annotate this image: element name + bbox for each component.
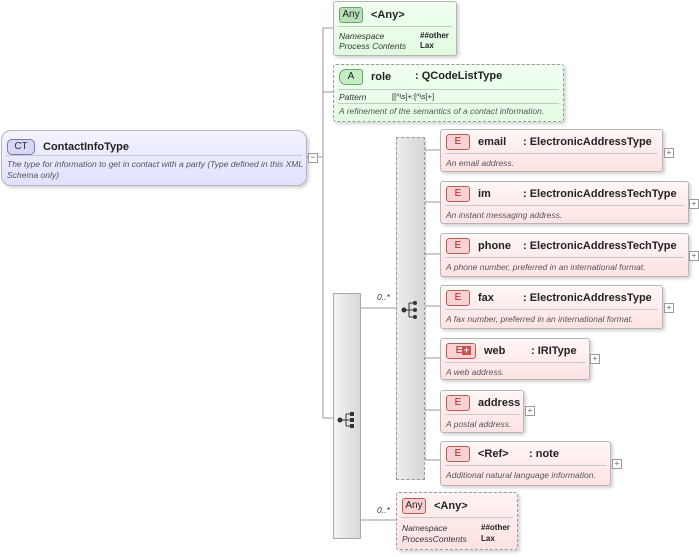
element-badge: E: [446, 395, 470, 411]
element-badge: E: [446, 134, 470, 150]
any-attribute-box[interactable]: Any <Any> Namespace ##other Process Cont…: [333, 1, 457, 56]
element-type: : ElectronicAddressType: [523, 292, 652, 304]
element-doc: An instant messaging address.: [446, 210, 563, 220]
element-badge: E: [446, 446, 470, 462]
element-phone[interactable]: E phone : ElectronicAddressTechType A ph…: [440, 233, 689, 277]
any-attribute-name: <Any>: [371, 9, 405, 21]
namespace-label: Namespace: [402, 523, 448, 533]
role-attribute-type: : QCodeListType: [415, 70, 503, 82]
choice-occurrence: 0..*: [377, 292, 390, 302]
element-email[interactable]: E email : ElectronicAddressType An email…: [440, 129, 663, 172]
element-name: web: [484, 345, 506, 357]
element-name: im: [478, 188, 491, 200]
complex-type-box[interactable]: CT ContactInfoType The type for informat…: [1, 130, 307, 186]
element-ref-note[interactable]: E <Ref> : note Additional natural langua…: [440, 441, 611, 486]
attribute-badge: A: [339, 69, 363, 85]
element-type: : note: [529, 448, 559, 460]
namespace-value: ##other: [481, 523, 510, 532]
type-derivation-icon: +: [462, 345, 471, 355]
expand-ref-note[interactable]: +: [612, 459, 622, 469]
element-type: : IRIType: [531, 345, 577, 357]
pattern-label: Pattern: [339, 92, 367, 102]
expand-im[interactable]: +: [689, 199, 699, 209]
element-im[interactable]: E im : ElectronicAddressTechType An inst…: [440, 181, 689, 224]
element-web[interactable]: E web + : IRIType A web address.: [440, 338, 590, 380]
element-doc: A postal address.: [446, 419, 512, 429]
element-badge: E: [446, 238, 470, 254]
any-attribute-badge: Any: [339, 7, 363, 23]
element-fax[interactable]: E fax : ElectronicAddressType A fax numb…: [440, 285, 663, 329]
process-contents-label: Process Contents: [339, 41, 407, 51]
element-doc: A web address.: [446, 367, 505, 377]
namespace-value: ##other: [420, 31, 449, 40]
process-contents-value: Lax: [481, 534, 495, 543]
role-attribute-name: role: [371, 71, 392, 83]
element-name: address: [478, 397, 521, 409]
element-name: phone: [478, 240, 511, 252]
element-name: <Ref>: [478, 448, 509, 460]
sequence-icon: [337, 412, 354, 428]
any-element-badge: Any: [402, 498, 426, 514]
pattern-value: [[^\s]+:[^\s]+]: [392, 92, 435, 101]
element-type: : ElectronicAddressType: [523, 136, 652, 148]
complex-type-doc: The type for information to get in conta…: [7, 159, 303, 180]
any-element-name: <Any>: [434, 500, 468, 512]
collapse-toggle[interactable]: −: [308, 153, 318, 163]
element-address[interactable]: E address A postal address.: [440, 390, 524, 433]
expand-phone[interactable]: +: [689, 251, 699, 261]
sequence-compositor[interactable]: [333, 293, 361, 539]
element-type: : ElectronicAddressTechType: [523, 240, 677, 252]
element-doc: A fax number, preferred in an internatio…: [446, 314, 634, 324]
choice-compositor[interactable]: [396, 137, 425, 480]
process-contents-value: Lax: [420, 41, 434, 50]
process-contents-label: ProcessContents: [402, 534, 467, 544]
element-badge: E: [446, 186, 470, 202]
expand-address[interactable]: +: [525, 406, 535, 416]
choice-icon: [401, 301, 417, 319]
element-badge: E: [446, 343, 476, 359]
role-attribute-box[interactable]: A role : QCodeListType Pattern [[^\s]+:[…: [333, 64, 564, 122]
element-name: email: [478, 136, 507, 148]
any-element-occurrence: 0..*: [377, 505, 390, 515]
element-type: : ElectronicAddressTechType: [523, 188, 677, 200]
expand-fax[interactable]: +: [664, 303, 674, 313]
element-badge: E: [446, 290, 470, 306]
namespace-label: Namespace: [339, 31, 385, 41]
complex-type-badge: CT: [7, 139, 35, 155]
any-element-box[interactable]: Any <Any> Namespace ##other ProcessConte…: [396, 492, 518, 550]
element-doc: A phone number, preferred in an internat…: [446, 262, 646, 272]
element-doc: An email address.: [446, 158, 515, 168]
element-name: fax: [478, 292, 494, 304]
element-doc: Additional natural language information.: [446, 470, 596, 480]
complex-type-name: ContactInfoType: [43, 141, 129, 153]
expand-web[interactable]: +: [590, 354, 600, 364]
expand-email[interactable]: +: [664, 148, 674, 158]
role-attribute-doc: A refinement of the semantics of a conta…: [339, 106, 545, 116]
